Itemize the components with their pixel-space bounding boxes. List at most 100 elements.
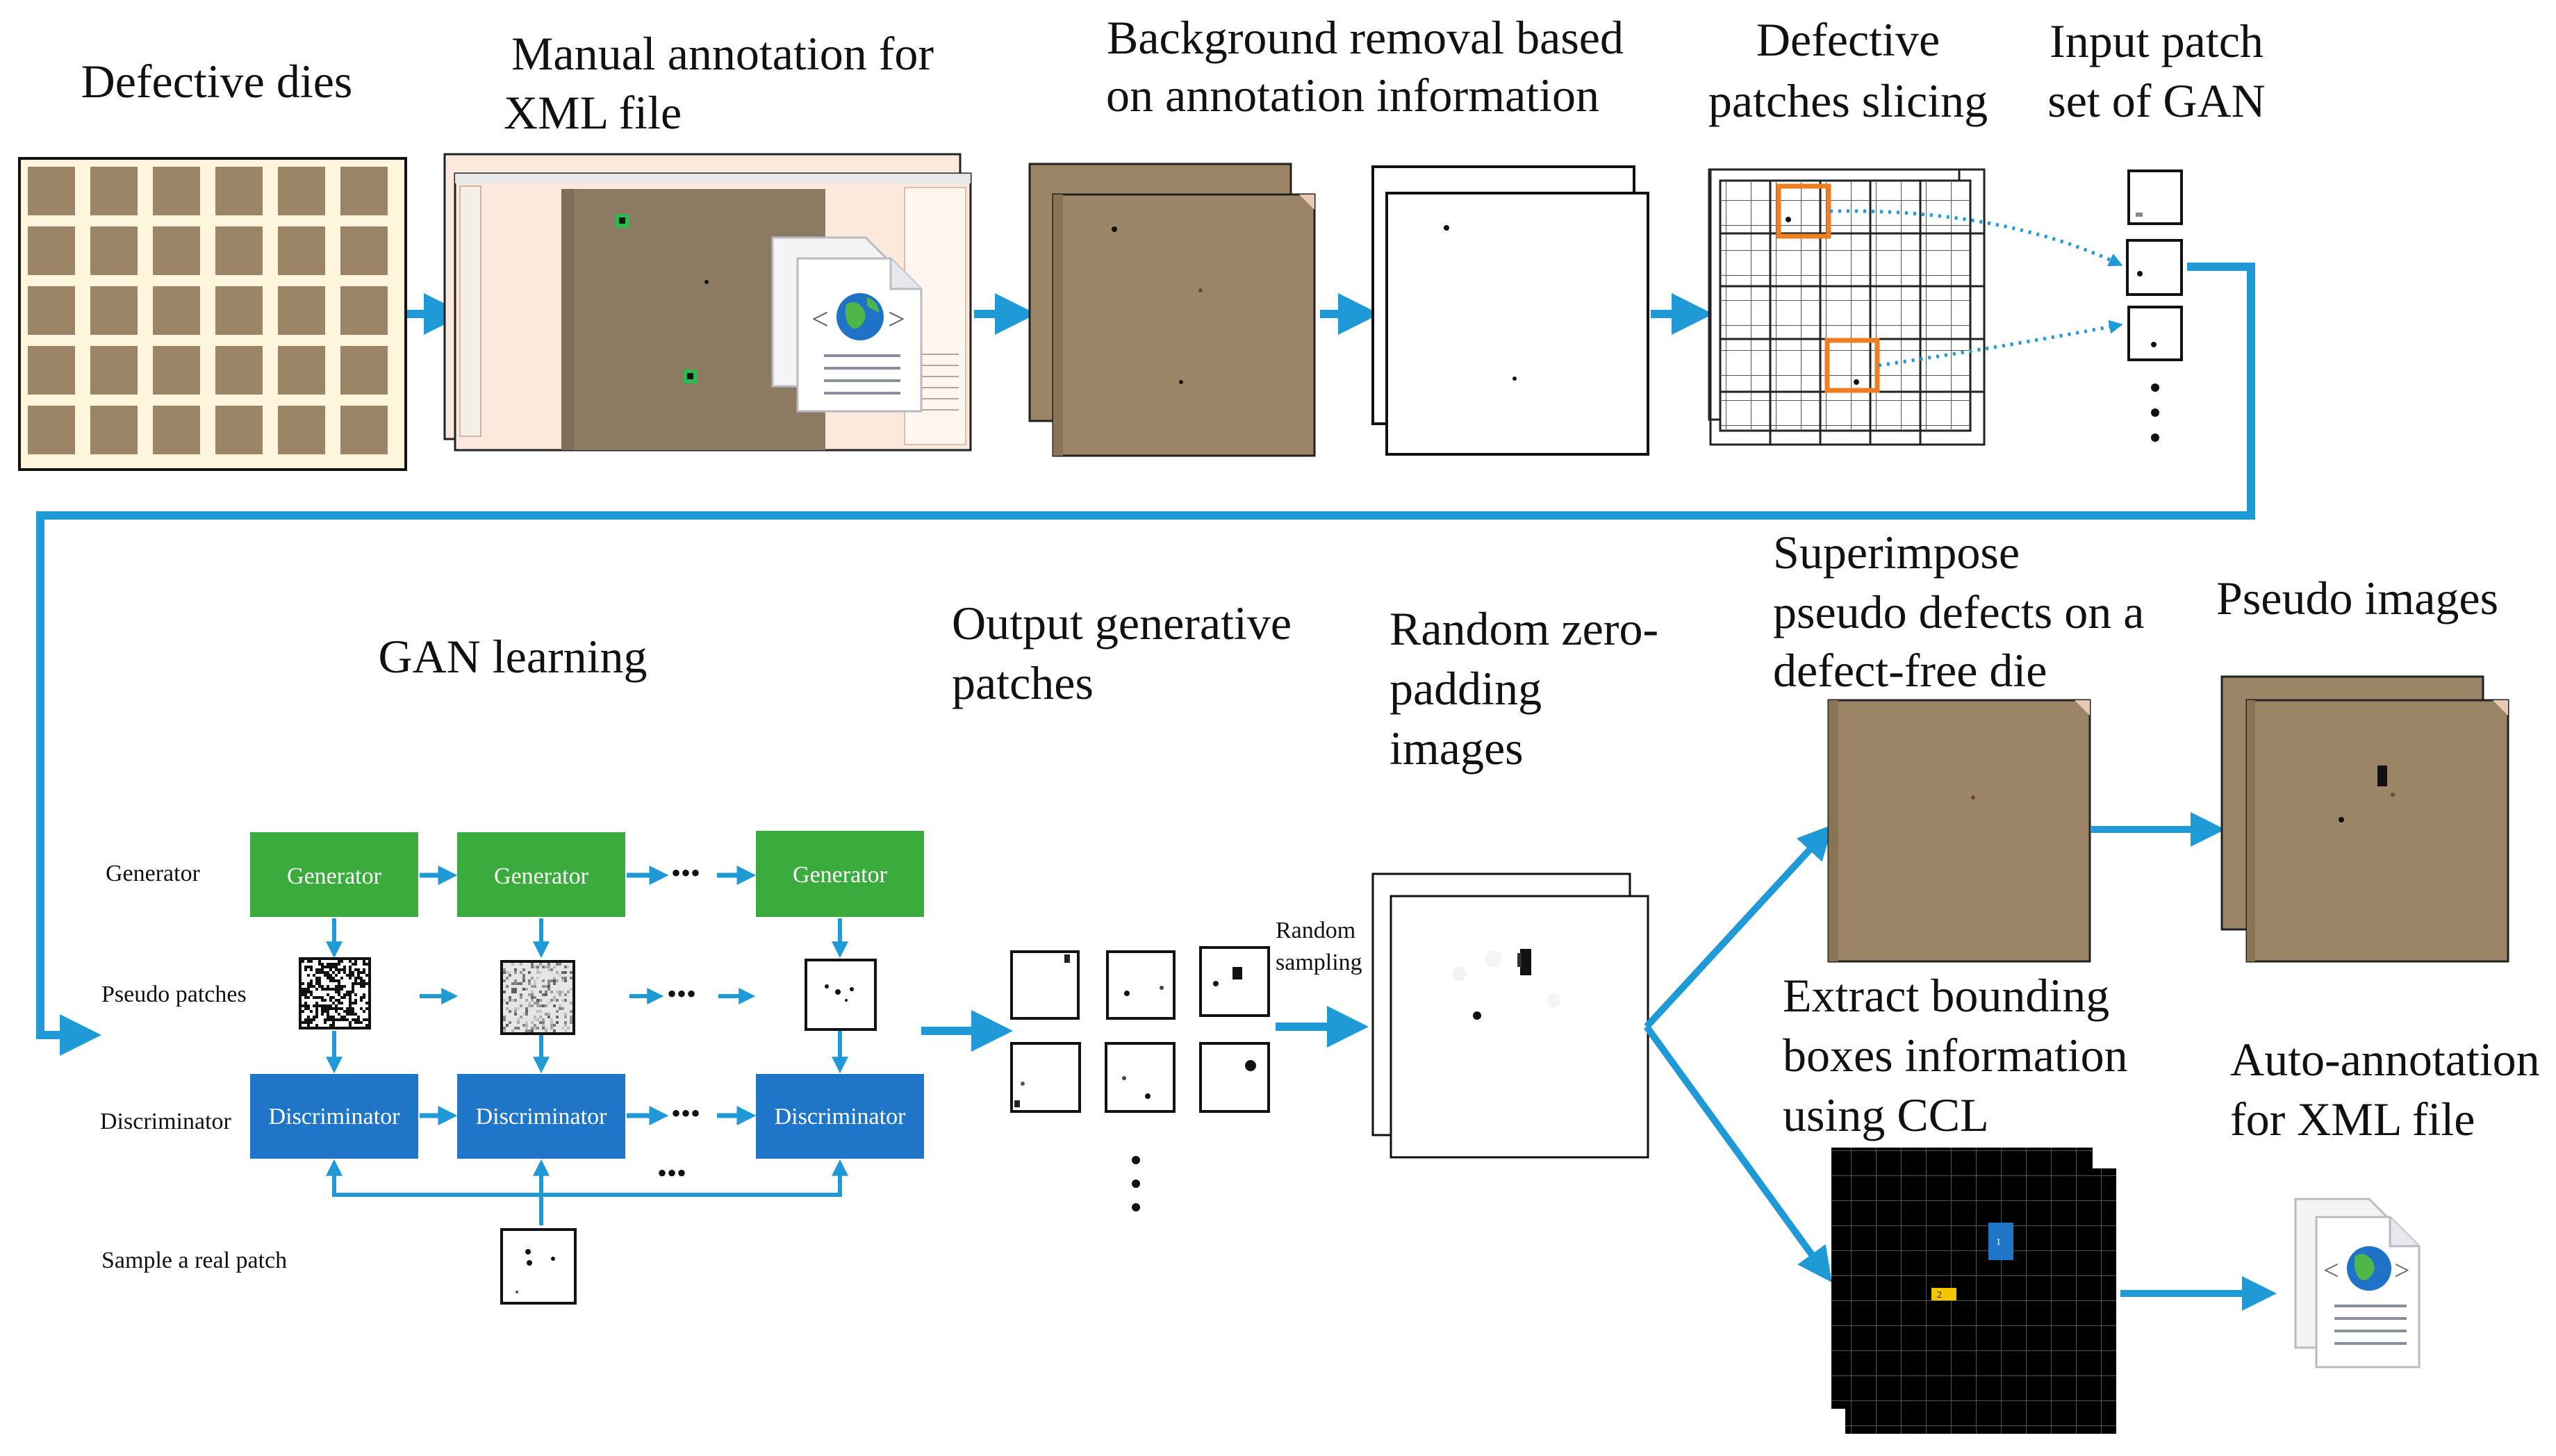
disc-ellipsis: •••: [671, 1098, 700, 1129]
noise-pixel: [536, 966, 539, 968]
noise-pixel: [511, 963, 514, 966]
noise-pixel: [517, 1027, 520, 1029]
noise-pixel: [547, 966, 550, 968]
noise-pixel: [528, 1002, 531, 1004]
noise-pixel: [539, 971, 542, 974]
noise-pixel: [506, 977, 509, 979]
real-patch: [500, 1228, 577, 1305]
noise-pixel: [338, 982, 340, 985]
noise-pixel: [349, 966, 352, 968]
noise-pixel: [531, 1021, 534, 1024]
noise-pixel: [338, 971, 340, 974]
noise-pixel: [340, 968, 343, 971]
noise-pixel: [534, 996, 536, 999]
noise-pixel: [343, 1010, 346, 1013]
noise-pixel: [354, 979, 357, 982]
auto-xml-angle-right: >: [2394, 1255, 2410, 1286]
noise-pixel: [332, 1018, 335, 1021]
noise-pixel: [315, 1002, 318, 1004]
noise-pixel: [556, 1021, 559, 1024]
wafer-die: [340, 286, 388, 335]
noise-pixel: [307, 985, 310, 988]
noise-pixel: [556, 971, 559, 974]
noise-pixel: [570, 1010, 572, 1013]
noise-pixel: [520, 971, 522, 974]
noise-pixel: [338, 1018, 340, 1021]
noise-pixel: [332, 977, 335, 979]
noise-pixel: [307, 1021, 310, 1024]
noise-pixel: [313, 996, 315, 999]
noise-pixel: [352, 1002, 354, 1004]
noise-pixel: [503, 1018, 506, 1021]
noise-pixel: [503, 1027, 506, 1029]
noise-pixel: [343, 993, 346, 996]
generator-box-1: [250, 832, 418, 917]
noise-pixel: [318, 996, 321, 999]
noise-pixel: [315, 1024, 318, 1027]
noise-pixel: [570, 977, 572, 979]
dotted-link-1: [1829, 209, 2123, 267]
noise-pixel: [514, 1010, 517, 1013]
noise-pixel: [542, 979, 545, 982]
arrow-input-to-gan: [36, 263, 2255, 1056]
noise-pixel: [553, 979, 556, 982]
noise-pixel: [329, 1004, 332, 1007]
noise-pixel: [304, 991, 307, 993]
wafer-die: [28, 167, 75, 215]
title-defective-slicing-2: patches slicing: [1708, 74, 1988, 127]
noise-pixel: [550, 991, 553, 993]
random-sampling-label-1: Random: [1276, 918, 1355, 943]
noise-pixel: [553, 977, 556, 979]
noise-pixel: [503, 971, 506, 974]
noise-pixel: [313, 985, 315, 988]
noise-pixel: [360, 1021, 363, 1024]
noise-pixel: [310, 966, 313, 968]
noise-pixel: [363, 1010, 365, 1013]
noise-pixel: [349, 1004, 352, 1007]
slice-highlight-1: [1776, 183, 1831, 239]
noise-pixel: [564, 966, 567, 968]
wafer-die: [340, 167, 388, 215]
noise-pixel: [302, 1021, 304, 1024]
background-removed-image-stack: [1371, 165, 1649, 456]
gan-learning-block: Generator Pseudo patches Discriminator S…: [100, 831, 924, 1305]
noise-pixel: [531, 996, 534, 999]
title-extract-bbox-2: boxes information: [1783, 1029, 2128, 1082]
noise-pixel: [302, 991, 304, 993]
wafer-die: [28, 286, 75, 335]
noise-pixel: [327, 963, 329, 966]
noise-pixel: [522, 1024, 525, 1027]
noise-pixel: [318, 960, 321, 963]
noise-pixel: [547, 963, 550, 966]
noise-pixel: [556, 999, 559, 1002]
noise-pixel: [550, 979, 553, 982]
title-gan-learning: GAN learning: [378, 630, 647, 683]
noise-pixel: [329, 1024, 332, 1027]
noise-pixel: [545, 966, 547, 968]
noise-pixel: [304, 1018, 307, 1021]
row-label-discriminator: Discriminator: [100, 1109, 232, 1134]
noise-pixel: [349, 999, 352, 1002]
noise-pixel: [503, 991, 506, 993]
title-zero-padding-2: padding: [1390, 662, 1542, 715]
noise-pixel: [343, 968, 346, 971]
noise-pixel: [503, 979, 506, 982]
noise-pixel: [520, 982, 522, 985]
noise-pixel: [570, 1016, 572, 1018]
noise-pixel: [520, 1016, 522, 1018]
noise-pixel: [352, 971, 354, 974]
noise-pixel: [318, 979, 321, 982]
noise-pixel: [324, 966, 327, 968]
noise-pixel: [343, 1016, 346, 1018]
noise-pixel: [332, 1021, 335, 1024]
noise-pixel: [315, 968, 318, 971]
noise-pixel: [556, 991, 559, 993]
noise-pixel: [539, 963, 542, 966]
noise-pixel: [321, 971, 324, 974]
title-manual-annotation-1: Manual annotation for: [511, 27, 934, 80]
noise-pixel: [338, 985, 340, 988]
noise-pixel: [354, 982, 357, 985]
noise-pixel: [310, 1018, 313, 1021]
noise-pixel: [528, 982, 531, 985]
wafer-die: [153, 226, 200, 275]
